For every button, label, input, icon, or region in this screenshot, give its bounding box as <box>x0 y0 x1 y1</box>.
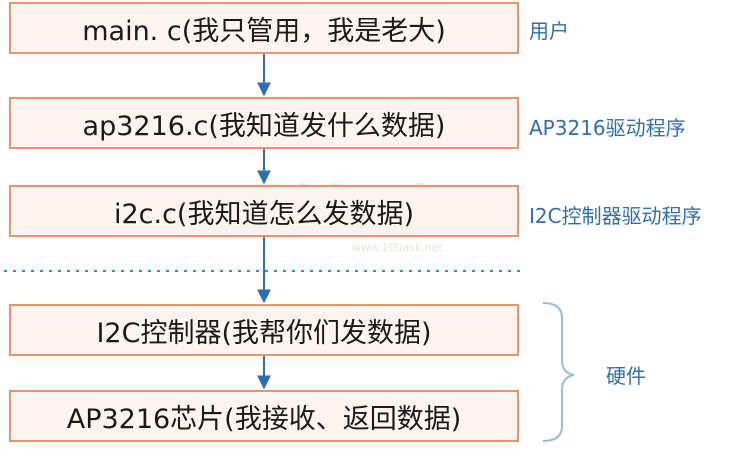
box-ap3216-chip: AP3216芯片(我接收、返回数据) <box>9 390 519 442</box>
box-i2c-c: i2c.c(我知道怎么发数据) <box>9 185 519 237</box>
box-ap3216-c: ap3216.c(我知道发什么数据) <box>9 97 519 149</box>
box-main-c: main. c(我只管用，我是老大) <box>9 2 519 54</box>
watermark-url: www.100ask.net <box>352 241 443 254</box>
label-ap3216-driver: AP3216驱动程序 <box>529 116 686 140</box>
box-i2c-controller: I2C控制器(我帮你们发数据) <box>9 304 519 356</box>
label-i2c-driver: I2C控制器驱动程序 <box>529 204 702 228</box>
label-user: 用户 <box>529 19 569 43</box>
hardware-brace <box>542 302 575 442</box>
label-hardware: 硬件 <box>606 364 646 388</box>
